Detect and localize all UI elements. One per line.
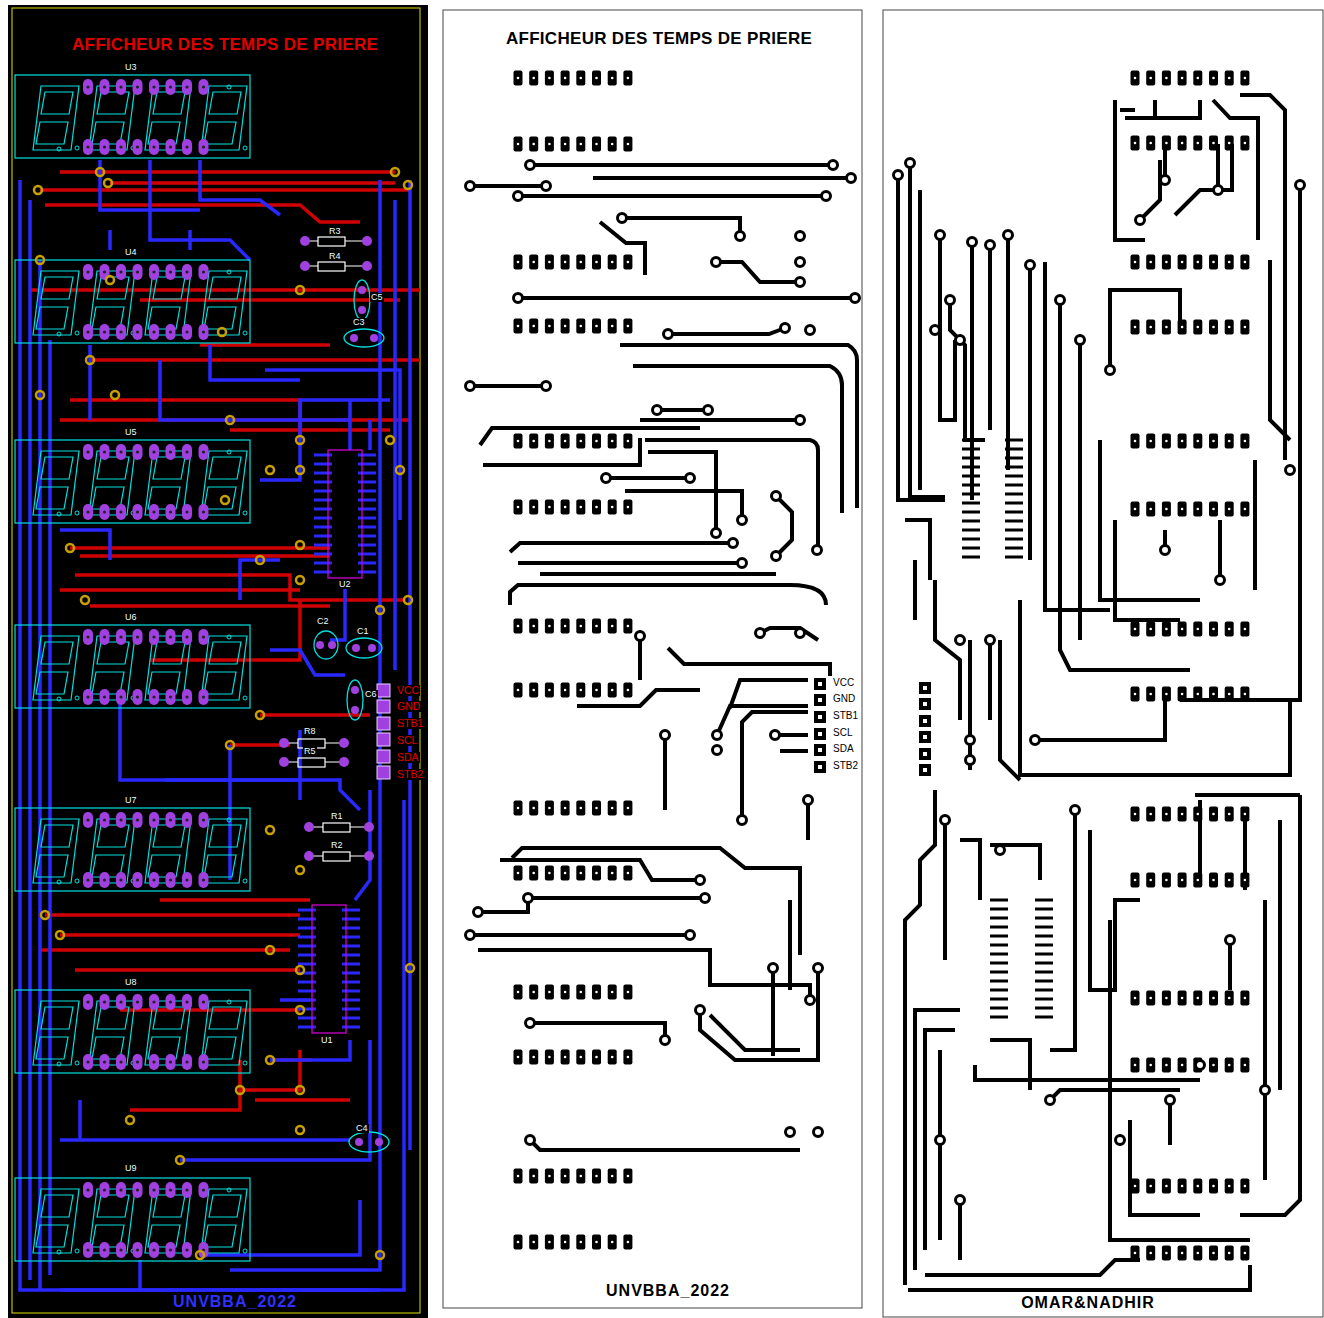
pin-name: SDA bbox=[396, 752, 420, 763]
pin-name: SCL bbox=[396, 735, 418, 746]
ref-designator: U4 bbox=[124, 248, 138, 257]
board-title: AFFICHEUR DES TEMPS DE PRIERE bbox=[72, 36, 378, 53]
ref-designator: C1 bbox=[356, 627, 370, 636]
pin-name: VCC bbox=[832, 678, 855, 688]
ref-designator: U9 bbox=[124, 1164, 138, 1173]
ref-designator: U5 bbox=[124, 428, 138, 437]
ref-designator: C6 bbox=[364, 690, 378, 699]
pin-name: GND bbox=[396, 701, 421, 712]
pin-name: SCL bbox=[832, 728, 853, 738]
pin-name: STB1 bbox=[396, 718, 424, 729]
pin-name: STB2 bbox=[832, 761, 859, 771]
ref-designator: C3 bbox=[352, 318, 366, 327]
ref-designator: U6 bbox=[124, 613, 138, 622]
ref-designator: R3 bbox=[328, 227, 342, 236]
ref-designator: C4 bbox=[355, 1124, 369, 1133]
pin-name: SDA bbox=[832, 744, 855, 754]
ref-designator: R2 bbox=[330, 841, 344, 850]
board-title: AFFICHEUR DES TEMPS DE PRIERE bbox=[506, 30, 812, 47]
ref-designator: U2 bbox=[338, 580, 352, 589]
ref-designator: R5 bbox=[303, 747, 317, 756]
ref-designator: C5 bbox=[370, 293, 384, 302]
ref-designator: R8 bbox=[303, 727, 317, 736]
ref-designator: U1 bbox=[320, 1036, 334, 1045]
pin-name: STB2 bbox=[396, 769, 424, 780]
pin-name: VCC bbox=[396, 685, 420, 696]
board-footer: UNVBBA_2022 bbox=[604, 1283, 732, 1299]
pin-name: GND bbox=[832, 694, 856, 704]
pin-name: STB1 bbox=[832, 711, 859, 721]
author-names: OMAR&NADHIR bbox=[1019, 1295, 1157, 1311]
ref-designator: C2 bbox=[316, 617, 330, 626]
ref-designator: R1 bbox=[330, 812, 344, 821]
ref-designator: R4 bbox=[328, 252, 342, 261]
ref-designator: U3 bbox=[124, 63, 138, 72]
ref-designator: U8 bbox=[124, 978, 138, 987]
ref-designator: U7 bbox=[124, 796, 138, 805]
board-footer: UNVBBA_2022 bbox=[171, 1294, 299, 1310]
